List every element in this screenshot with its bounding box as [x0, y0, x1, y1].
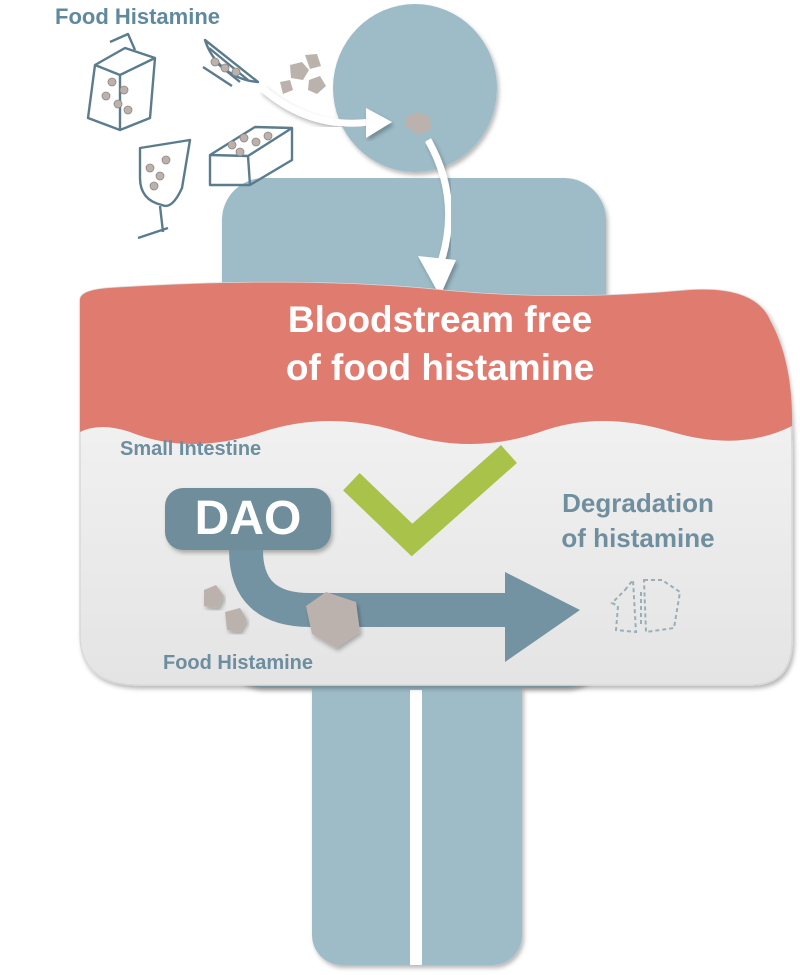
flow-arrow-to-mouth — [259, 85, 373, 127]
histamine-speck — [263, 131, 273, 141]
histamine-molecule-4 — [280, 80, 293, 94]
small-intestine-label: Small Intestine — [120, 438, 262, 460]
cheese-icon — [208, 125, 294, 187]
flow-arrowhead-mouth — [366, 108, 392, 138]
food-histamine-specks — [101, 57, 273, 191]
degradation-line-1: Degradation — [562, 488, 714, 518]
histamine-speck — [113, 99, 123, 109]
histamine-speck — [227, 140, 237, 150]
dao-label: DAO — [194, 492, 302, 545]
histamine-speck — [155, 171, 165, 181]
histamine-speck — [145, 163, 155, 173]
dao-box — [165, 488, 331, 550]
wine-glass-icon — [137, 138, 192, 240]
histamine-molecule-2 — [305, 54, 321, 69]
histamine-molecule-5 — [204, 585, 224, 608]
bloodstream-banner — [80, 282, 792, 444]
histamine-speck — [149, 181, 159, 191]
histamine-speck — [119, 85, 129, 95]
milk-carton-icon — [86, 32, 157, 132]
histamine-molecule-large — [306, 592, 360, 648]
flow-arrowhead-gut — [418, 256, 456, 296]
histamine-speck — [161, 155, 171, 165]
histamine-speck — [239, 133, 249, 143]
histamine-molecule-3 — [308, 76, 326, 94]
dao-pathway-arrowhead — [505, 572, 580, 662]
banner-text: Bloodstream free of food histamine — [80, 296, 800, 392]
banner-line-2: of food histamine — [285, 347, 595, 388]
histamine-speck — [107, 77, 117, 87]
histamine-molecule-6 — [225, 608, 247, 632]
degraded-molecule-icon — [610, 577, 682, 634]
food-histamine-label: Food Histamine — [163, 652, 314, 674]
dao-pathway-arrow — [229, 549, 520, 627]
histamine-molecule-1 — [290, 62, 309, 80]
ingestion-flow — [259, 54, 456, 296]
histamine-speck — [220, 63, 230, 73]
check-mark-icon — [343, 445, 517, 557]
histamine-molecule-mouth — [406, 112, 431, 135]
histamine-speck — [210, 57, 220, 67]
histamine-speck — [251, 137, 261, 147]
food-histamine-title: Food Histamine — [55, 4, 221, 29]
figure-head — [333, 4, 497, 172]
banner-line-1: Bloodstream free — [287, 299, 593, 340]
degradation-line-2: of histamine — [561, 523, 715, 553]
histamine-speck — [235, 147, 245, 157]
histamine-speck — [231, 67, 241, 77]
degradation-label: Degradation of histamine — [538, 486, 738, 556]
histamine-speck — [101, 91, 111, 101]
histamine-speck — [123, 105, 133, 115]
flow-arrow-to-gut — [424, 138, 453, 267]
